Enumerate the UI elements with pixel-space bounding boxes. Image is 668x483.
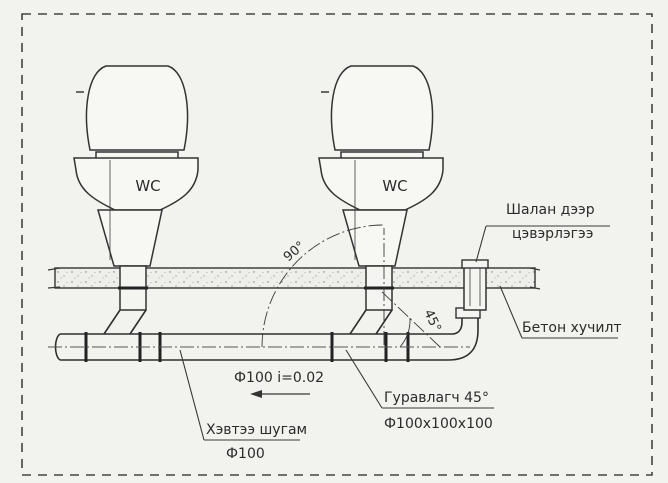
- pipe-size-slope-label: Ф100 i=0.02: [234, 370, 324, 386]
- floor-drain-label-line2: цэвэрлэгээ: [512, 226, 593, 242]
- fitting-size-label: Ф100х100х100: [384, 416, 493, 432]
- floor-drain-callout: [475, 225, 610, 263]
- horizontal-pipe-callout: [179, 349, 300, 441]
- fitting-name-label: Гуравлагч 45°: [384, 390, 489, 406]
- horizontal-main-pipe: [54, 307, 481, 362]
- concrete-fill-label: Бетон хучилт: [522, 320, 622, 336]
- toilet-2: [318, 65, 444, 267]
- toilet-1-outlet-pipe: [103, 265, 148, 335]
- angle-annotations: [261, 224, 441, 348]
- concrete-fill-callout: [499, 285, 618, 339]
- toilet-1: [73, 65, 199, 267]
- toilet-2-outlet-pipe: [349, 265, 394, 335]
- fitting-callout: [345, 349, 494, 409]
- horizontal-pipe-size-label: Ф100: [226, 446, 265, 462]
- concrete-slab: [47, 267, 541, 290]
- floor-drain-label-line1: Шалан дээр: [506, 202, 595, 218]
- floor-cleanout-riser: [461, 259, 489, 311]
- toilet-2-label: WC: [382, 177, 407, 195]
- angle-90-label: 90°: [281, 239, 308, 265]
- angle-45-label: 45°: [420, 307, 443, 334]
- horizontal-pipe-label: Хэвтээ шугам: [206, 422, 307, 438]
- toilet-1-label: WC: [135, 177, 160, 195]
- slope-arrow: [250, 390, 310, 398]
